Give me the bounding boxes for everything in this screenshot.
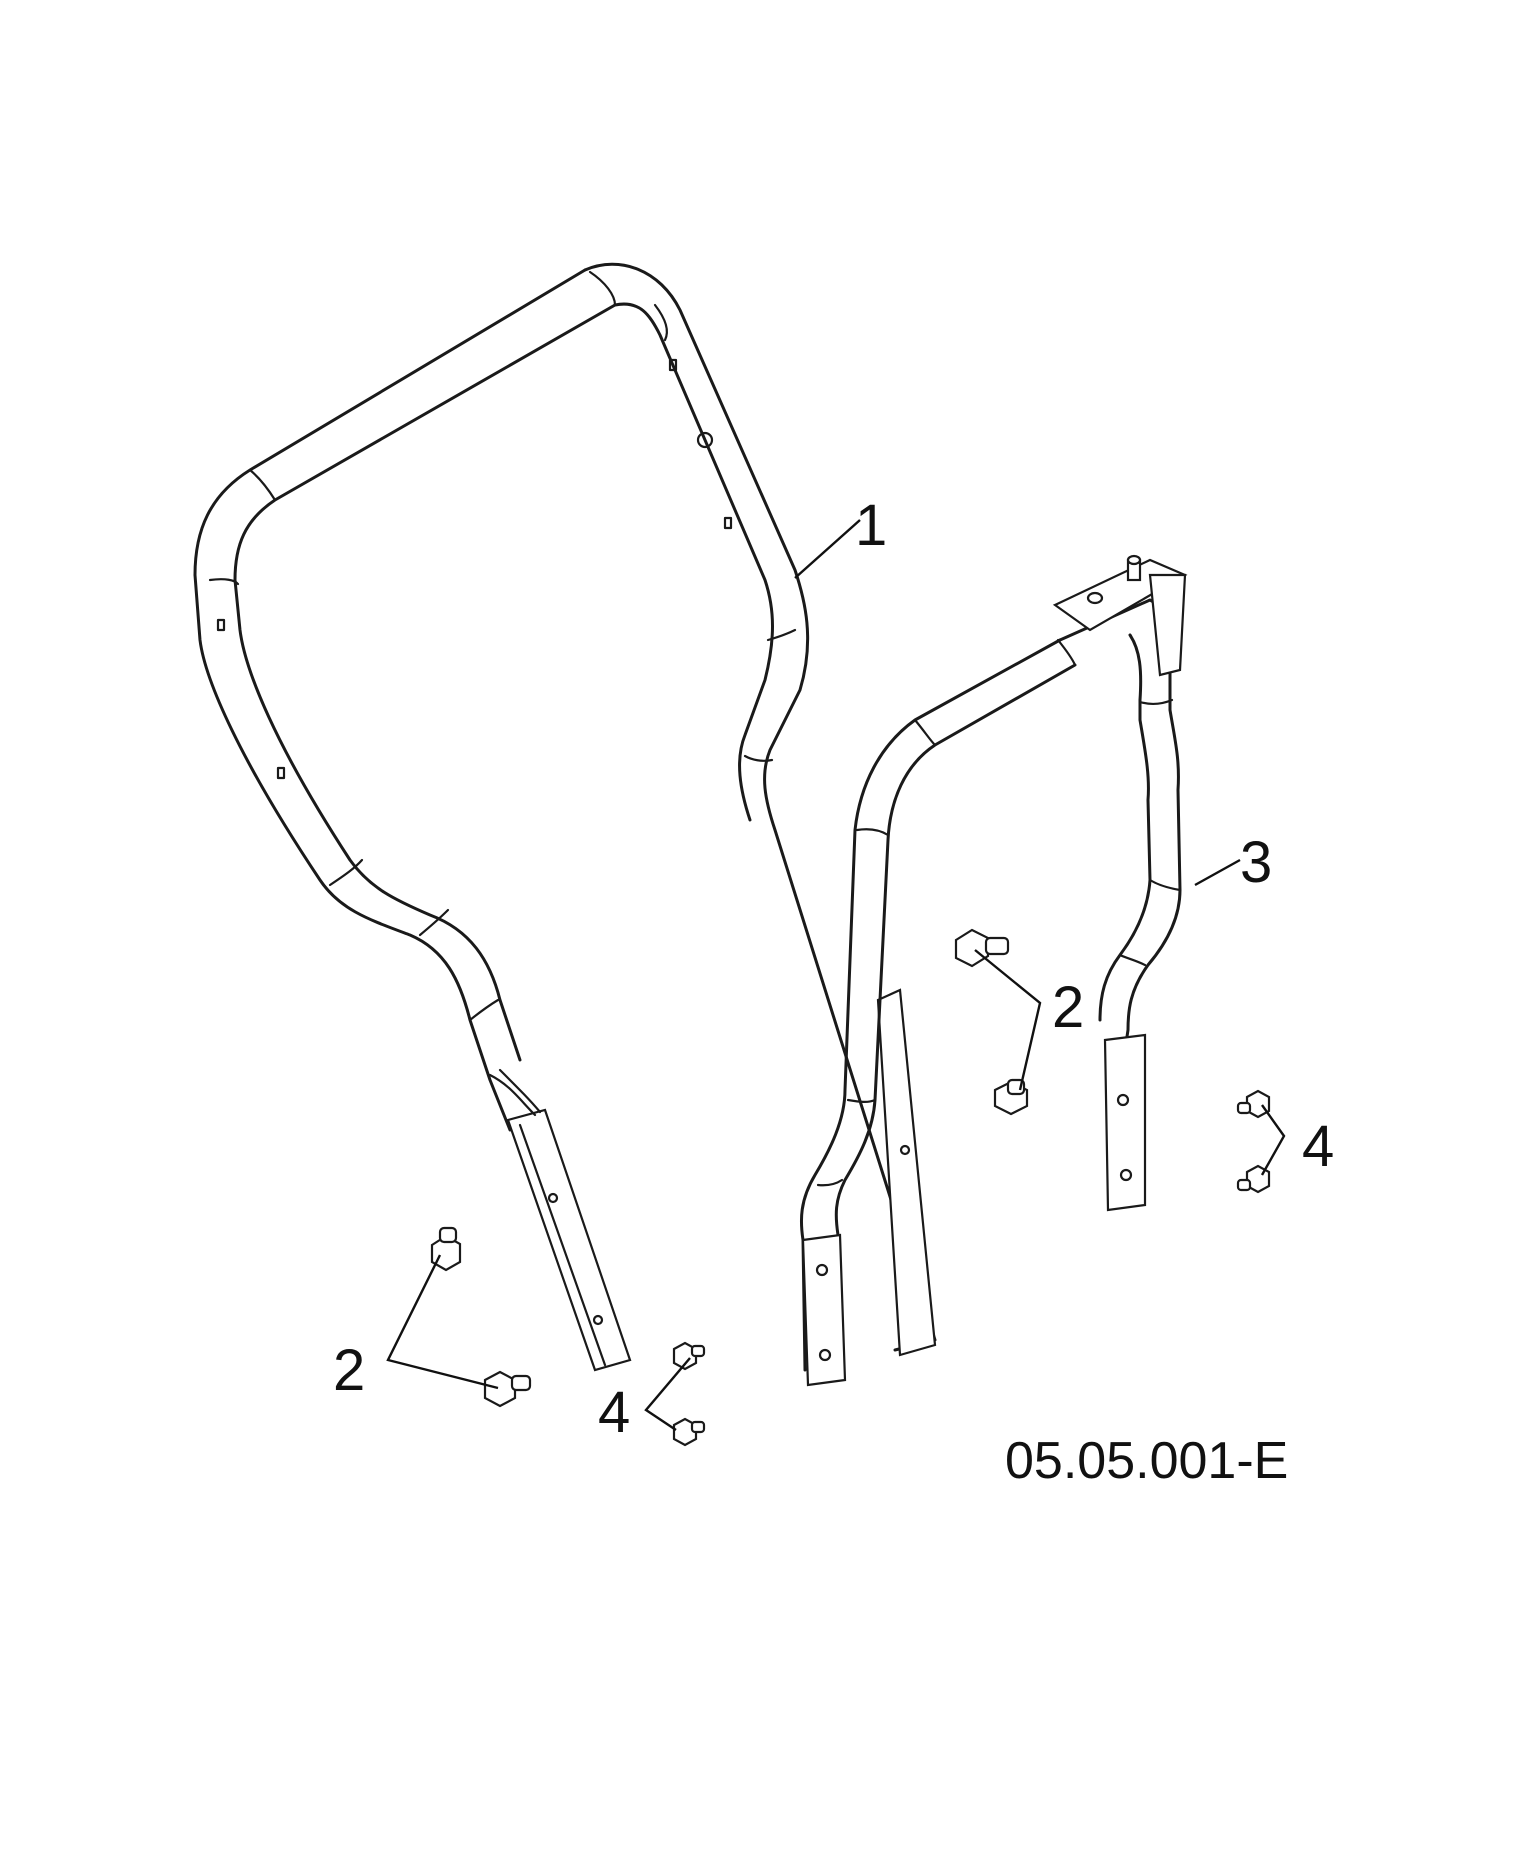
diagram-code: 05.05.001-E [1005,1432,1288,1490]
callout-part-3: 3 [1240,830,1272,895]
leader-lines [386,519,1286,1431]
callout-part-4-right: 4 [1302,1114,1334,1179]
bolt-part-2-c [430,1226,462,1272]
callout-part-2-upper: 2 [1052,975,1084,1040]
fastener-part-4-d [672,1417,706,1447]
fastener-part-4-a [1236,1089,1271,1119]
bolt-part-2-d [483,1370,532,1408]
handle-frame-part-1 [193,262,937,1372]
handle-frame-part-3 [799,554,1188,1387]
fastener-part-4-c [672,1341,706,1371]
callout-part-4-lower: 4 [598,1380,630,1445]
callout-part-2-lower: 2 [333,1338,365,1403]
callout-part-1: 1 [855,493,887,558]
bolt-part-2-a [954,928,1010,968]
bolt-part-2-b [993,1078,1029,1116]
